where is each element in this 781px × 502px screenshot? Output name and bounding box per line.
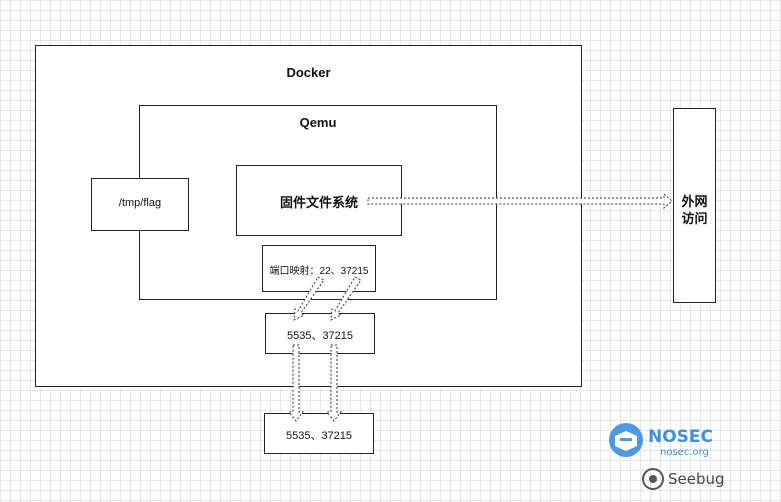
host-ports-label: 5535、37215 [285,430,353,442]
external-access-box: 外网 访问 [673,108,716,303]
arrow-docker-5535-to-host [287,344,305,422]
qemu-title: Qemu [299,115,337,130]
host-ports-box: 5535、37215 [264,413,374,454]
nosec-logo-icon [609,423,643,457]
docker-ports-label: 5535、37215 [286,330,354,342]
flag-box: /tmp/flag [91,178,189,231]
external-access-label-1: 外网 [681,194,708,209]
watermark-partner: Seebug [668,470,725,488]
docker-ports-box: 5535、37215 [265,313,375,354]
docker-title: Docker [286,65,331,80]
arrow-docker-37215-to-host [325,344,343,422]
flag-label: /tmp/flag [118,197,162,209]
external-access-label-2: 访问 [681,211,708,226]
seebug-logo-icon [642,468,664,490]
arrow-firmware-to-external [367,192,673,210]
watermark-brand: NOSEC [648,427,714,447]
arrow-port37215-to-37215 [330,276,362,321]
arrow-port22-to-5535 [293,276,325,321]
port-mapping-label: 端口映射：22、37215 [269,266,369,277]
firmware-label: 固件文件系统 [279,195,358,210]
watermark-site: nosec.org [660,447,709,458]
